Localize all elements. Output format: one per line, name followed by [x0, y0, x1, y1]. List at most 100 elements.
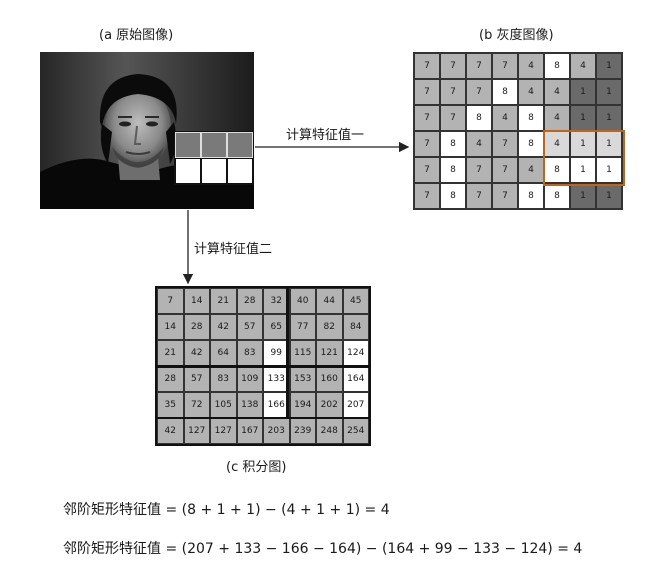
grayscale-cell: 7 — [414, 79, 440, 105]
integral-cell: 42 — [210, 314, 237, 340]
integral-cell: 7 — [157, 288, 184, 314]
integral-cell: 121 — [316, 340, 343, 366]
integral-cell: 42 — [183, 340, 210, 366]
integral-cell: 64 — [210, 340, 237, 366]
grayscale-cell: 8 — [440, 183, 466, 209]
grayscale-cell: 1 — [570, 79, 596, 105]
integral-cell: 40 — [289, 288, 316, 314]
window-cell — [201, 132, 227, 158]
grayscale-cell: 7 — [466, 157, 492, 183]
grayscale-cell: 1 — [596, 53, 622, 79]
grayscale-cell: 4 — [466, 131, 492, 157]
grayscale-highlight-box — [543, 130, 625, 186]
integral-cell: 28 — [157, 366, 184, 392]
integral-cell: 21 — [210, 288, 237, 314]
integral-cell: 160 — [316, 366, 343, 392]
arrow-label-feature1: 计算特征值一 — [286, 128, 365, 143]
integral-cell: 127 — [183, 418, 210, 444]
grayscale-cell: 8 — [440, 157, 466, 183]
integral-cell: 45 — [342, 288, 369, 314]
portrait-photo — [40, 52, 254, 209]
integral-cell: 202 — [316, 392, 343, 418]
integral-cell: 153 — [289, 366, 316, 392]
integral-cell: 254 — [342, 418, 369, 444]
integral-cell: 164 — [342, 366, 369, 392]
window-cell — [175, 158, 201, 184]
integral-cell: 239 — [289, 418, 316, 444]
integral-cell: 57 — [236, 314, 263, 340]
integral-cell: 207 — [342, 392, 369, 418]
grayscale-cell: 8 — [518, 105, 544, 131]
grayscale-cell: 7 — [440, 105, 466, 131]
haar-feature-window — [174, 131, 254, 185]
grayscale-cell: 1 — [596, 183, 622, 209]
integral-vertical-divider — [286, 286, 289, 418]
grayscale-cell: 4 — [518, 53, 544, 79]
integral-cell: 35 — [157, 392, 184, 418]
grayscale-cell: 7 — [492, 183, 518, 209]
grayscale-cell: 8 — [466, 105, 492, 131]
grayscale-cell: 8 — [518, 183, 544, 209]
integral-cell: 14 — [183, 288, 210, 314]
grayscale-cell: 4 — [518, 157, 544, 183]
integral-cell: 115 — [289, 340, 316, 366]
grayscale-cell: 7 — [414, 157, 440, 183]
integral-horizontal-divider — [155, 365, 370, 368]
grayscale-cell: 4 — [570, 53, 596, 79]
integral-cell: 77 — [289, 314, 316, 340]
grayscale-cell: 7 — [492, 53, 518, 79]
arrow-label-feature2: 计算特征值二 — [194, 242, 273, 257]
formula-line-2: 邻阶矩形特征值 = (207 + 133 − 166 − 164) − (164… — [63, 541, 583, 557]
grayscale-cell: 7 — [414, 131, 440, 157]
grayscale-cell: 4 — [492, 105, 518, 131]
integral-cell: 133 — [263, 366, 290, 392]
grayscale-cell: 8 — [440, 131, 466, 157]
integral-cell: 42 — [157, 418, 184, 444]
integral-cell: 72 — [183, 392, 210, 418]
integral-cell: 28 — [236, 288, 263, 314]
grayscale-cell: 7 — [440, 53, 466, 79]
grayscale-cell: 8 — [544, 157, 570, 183]
integral-cell: 83 — [236, 340, 263, 366]
grayscale-cell: 8 — [492, 79, 518, 105]
integral-cell: 44 — [316, 288, 343, 314]
integral-cell: 194 — [289, 392, 316, 418]
grayscale-cell: 7 — [414, 183, 440, 209]
grayscale-cell: 1 — [570, 105, 596, 131]
caption-integral-image: (c 积分图) — [226, 460, 287, 475]
grayscale-cell: 7 — [440, 79, 466, 105]
integral-cell: 28 — [183, 314, 210, 340]
grayscale-cell: 4 — [544, 79, 570, 105]
grayscale-cell: 7 — [492, 131, 518, 157]
grayscale-cell: 8 — [544, 183, 570, 209]
window-cell — [201, 158, 227, 184]
window-cell — [227, 158, 253, 184]
integral-cell: 203 — [263, 418, 290, 444]
grayscale-cell: 1 — [570, 183, 596, 209]
grayscale-cell: 7 — [466, 53, 492, 79]
window-cell — [227, 132, 253, 158]
integral-cell: 84 — [342, 314, 369, 340]
integral-cell: 167 — [236, 418, 263, 444]
grayscale-cell: 7 — [492, 157, 518, 183]
integral-cell: 57 — [183, 366, 210, 392]
grayscale-cell: 1 — [596, 157, 622, 183]
integral-cell: 105 — [210, 392, 237, 418]
formula-line-1: 邻阶矩形特征值 = (8 + 1 + 1) − (4 + 1 + 1) = 4 — [63, 502, 390, 518]
integral-cell: 83 — [210, 366, 237, 392]
grayscale-cell: 8 — [518, 131, 544, 157]
integral-cell: 21 — [157, 340, 184, 366]
grayscale-cell: 1 — [596, 105, 622, 131]
caption-grayscale-image: (b 灰度图像) — [479, 28, 554, 43]
grayscale-cell: 7 — [466, 79, 492, 105]
grayscale-cell: 4 — [518, 79, 544, 105]
window-cell — [175, 132, 201, 158]
integral-cell: 82 — [316, 314, 343, 340]
grayscale-cell: 7 — [414, 105, 440, 131]
grayscale-cell: 1 — [596, 79, 622, 105]
integral-cell: 14 — [157, 314, 184, 340]
integral-cell: 32 — [263, 288, 290, 314]
portrait-illustration — [40, 52, 254, 209]
